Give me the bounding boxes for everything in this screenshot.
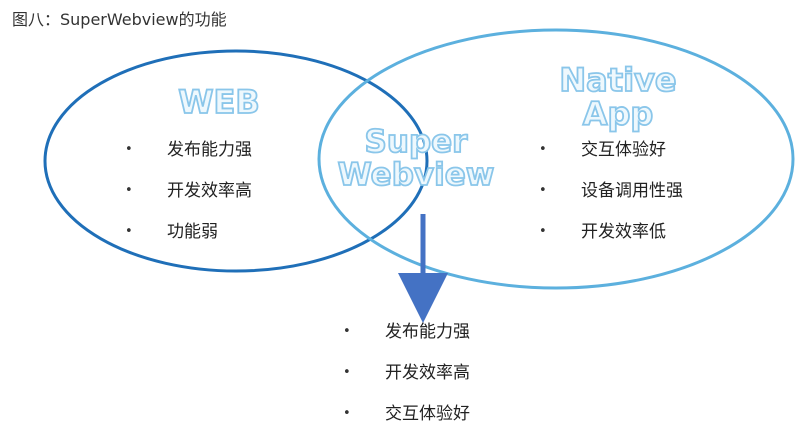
feature-text: 交互体验好 — [581, 140, 666, 160]
feature-text: 开发效率低 — [581, 222, 666, 242]
feature-text: 发布能力强 — [167, 140, 252, 160]
native-label-line1: Native — [559, 61, 676, 99]
bullet: • — [539, 142, 547, 157]
web-label: WEB — [178, 83, 260, 121]
feature-text: 功能弱 — [167, 222, 218, 242]
bullet: • — [539, 183, 547, 198]
bullet: • — [343, 365, 351, 380]
bullet: • — [125, 142, 133, 157]
bullet: • — [343, 406, 351, 421]
bullet: • — [343, 324, 351, 339]
super-label-line2: Webview — [338, 157, 495, 193]
bullet: • — [125, 183, 133, 198]
native-ellipse — [317, 28, 795, 290]
venn-diagram: WEB Native App Super Webview — [43, 28, 795, 323]
bullet: • — [539, 224, 547, 239]
feature-text: 发布能力强 — [385, 322, 470, 342]
feature-text: 开发效率高 — [385, 363, 470, 383]
feature-text: 设备调用性强 — [581, 181, 683, 201]
page-title: 图八：SuperWebview的功能 — [12, 10, 227, 29]
web-ellipse — [43, 49, 429, 273]
feature-text: 交互体验好 — [385, 404, 470, 424]
feature-text: 开发效率高 — [167, 181, 252, 201]
native-label-line2: App — [583, 95, 654, 133]
bullet: • — [125, 224, 133, 239]
super-label-line1: Super — [365, 124, 469, 160]
